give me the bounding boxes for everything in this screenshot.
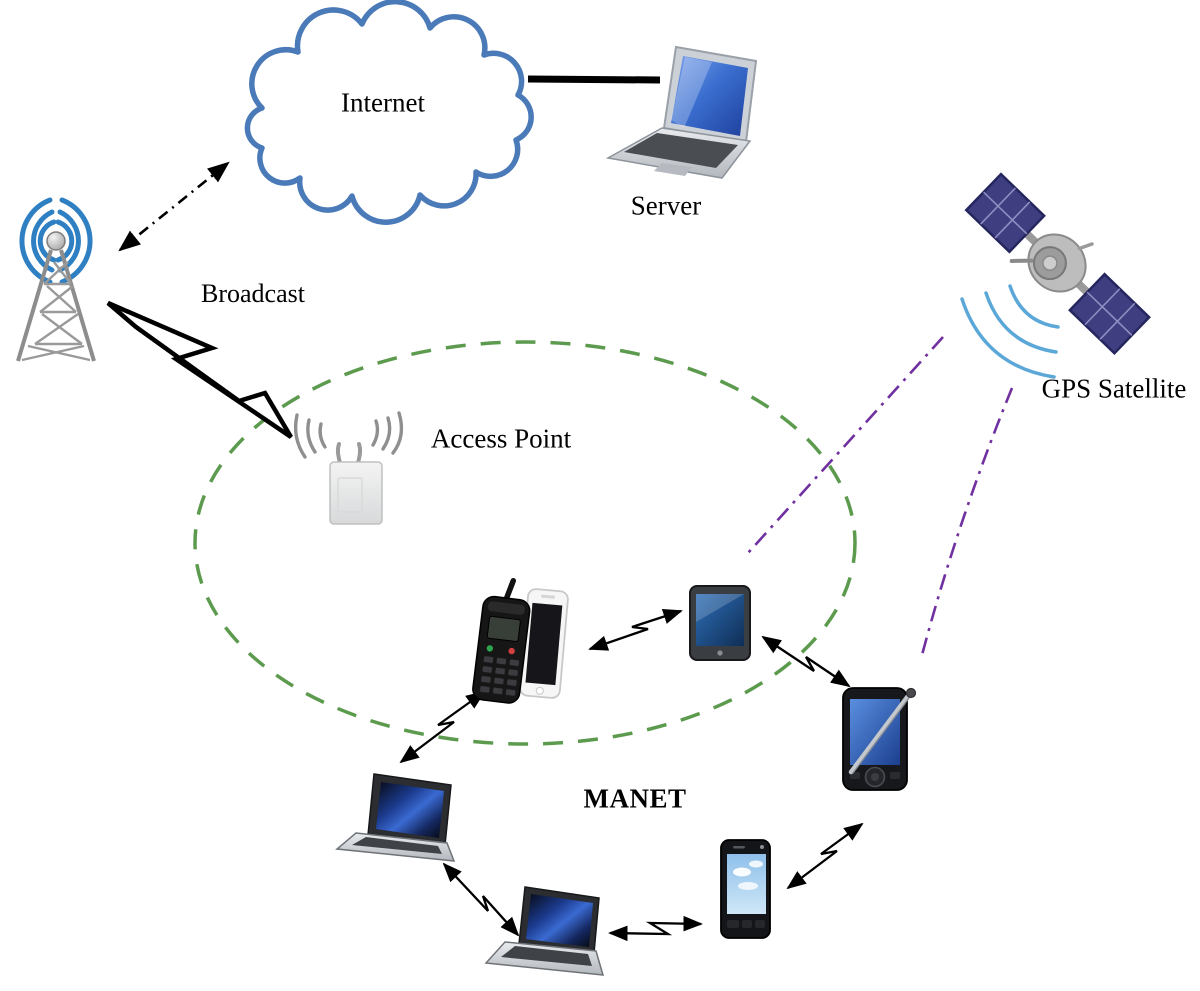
tower-cloud-link — [118, 161, 230, 252]
pda-stylus-shade — [852, 697, 910, 774]
pda-dpad-center — [871, 773, 879, 781]
access-point-box-panel — [337, 477, 363, 513]
brick-phone-red-key — [508, 647, 515, 655]
brick-phone-earpiece — [487, 601, 525, 615]
white-smartphone-screen — [525, 602, 563, 686]
server-laptop-icon — [605, 45, 758, 179]
access-point-signal-arcs — [293, 411, 404, 459]
smartphone-cloud-2 — [749, 860, 763, 868]
brick-cell-phone — [472, 578, 531, 704]
satellite-solar-panel-left — [964, 172, 1046, 254]
access-point-icon — [293, 411, 404, 525]
tablet-screen-gloss — [696, 594, 744, 622]
pda-button-right — [890, 772, 900, 779]
satellite-signal-arcs — [960, 284, 1060, 379]
laptop2-keyboard — [501, 946, 592, 966]
pda-stylus — [848, 693, 911, 775]
satellite-antenna-nub — [1009, 258, 1034, 263]
laptop2-screen — [526, 894, 593, 947]
tower-signal-waves — [19, 197, 93, 285]
gps-link-to-tablet — [747, 336, 944, 554]
tablet-screen — [696, 594, 744, 646]
tower-lattice — [16, 249, 96, 362]
broadcast-tower-icon — [16, 197, 96, 362]
satellite-dish-center — [1042, 255, 1058, 271]
cloud-server-link — [527, 75, 661, 84]
manet-label: MANET — [583, 783, 687, 814]
brick-phone-keypad — [479, 655, 520, 697]
laptop-node-1-icon — [335, 773, 456, 862]
pda-icon — [842, 687, 917, 791]
smartphone-keys — [727, 920, 765, 928]
link-smartphone-laptop2 — [608, 915, 703, 942]
pda-stylus-tip — [905, 687, 917, 699]
internet-cloud — [244, 0, 534, 225]
server-trackpad — [654, 163, 692, 176]
cell-phone-pair-icon — [472, 578, 569, 704]
link-tablet-pda — [761, 635, 851, 688]
link-laptop1-laptop2 — [442, 862, 520, 937]
server-keyboard — [624, 133, 738, 168]
server-screen — [671, 56, 748, 136]
satellite-antenna-top — [1077, 242, 1094, 251]
tablet-icon — [689, 585, 751, 661]
white-smartphone-earpiece — [541, 594, 556, 599]
broadcast-label: Broadcast — [201, 279, 305, 308]
smartphone-camera — [760, 845, 764, 849]
pda-button-left — [850, 772, 860, 779]
wireless-links — [399, 609, 864, 942]
smartphone-icon — [720, 839, 771, 939]
link-phones-tablet — [588, 609, 683, 651]
laptop1-screen — [376, 782, 444, 838]
broadcast-lightning-bolt — [106, 300, 293, 439]
smartphone-speaker — [733, 846, 745, 849]
link-laptop1-phones — [399, 690, 486, 764]
brick-phone-antenna — [503, 578, 517, 603]
brick-phone-screen — [486, 615, 521, 643]
internet-label: Internet — [341, 87, 425, 118]
access-point-antennas — [335, 442, 363, 465]
cloud-outline — [244, 0, 534, 225]
manet-zone-ellipse — [193, 340, 857, 746]
laptop1-keyboard — [352, 837, 442, 854]
gps-satellite-label: GPS Satellite — [1041, 373, 1187, 404]
gps-satellite-icon — [960, 172, 1151, 379]
smartphone-cloud-3 — [738, 882, 758, 890]
gps-link-to-pda — [920, 387, 1014, 656]
smartphone-cloud-1 — [733, 867, 751, 877]
white-smartphone — [519, 588, 569, 699]
white-smartphone-home — [535, 686, 544, 695]
brick-phone-green-key — [486, 645, 494, 652]
tablet-home-button — [717, 650, 723, 656]
tower-top-ball — [46, 231, 66, 251]
server-screen-gloss — [671, 57, 712, 128]
laptop-node-2-icon — [484, 886, 605, 976]
server-label: Server — [630, 190, 702, 221]
pda-screen — [850, 699, 900, 765]
access-point-label: Access Point — [430, 423, 572, 454]
satellite-solar-panel-right — [1068, 272, 1151, 355]
link-pda-smartphone — [786, 822, 864, 890]
